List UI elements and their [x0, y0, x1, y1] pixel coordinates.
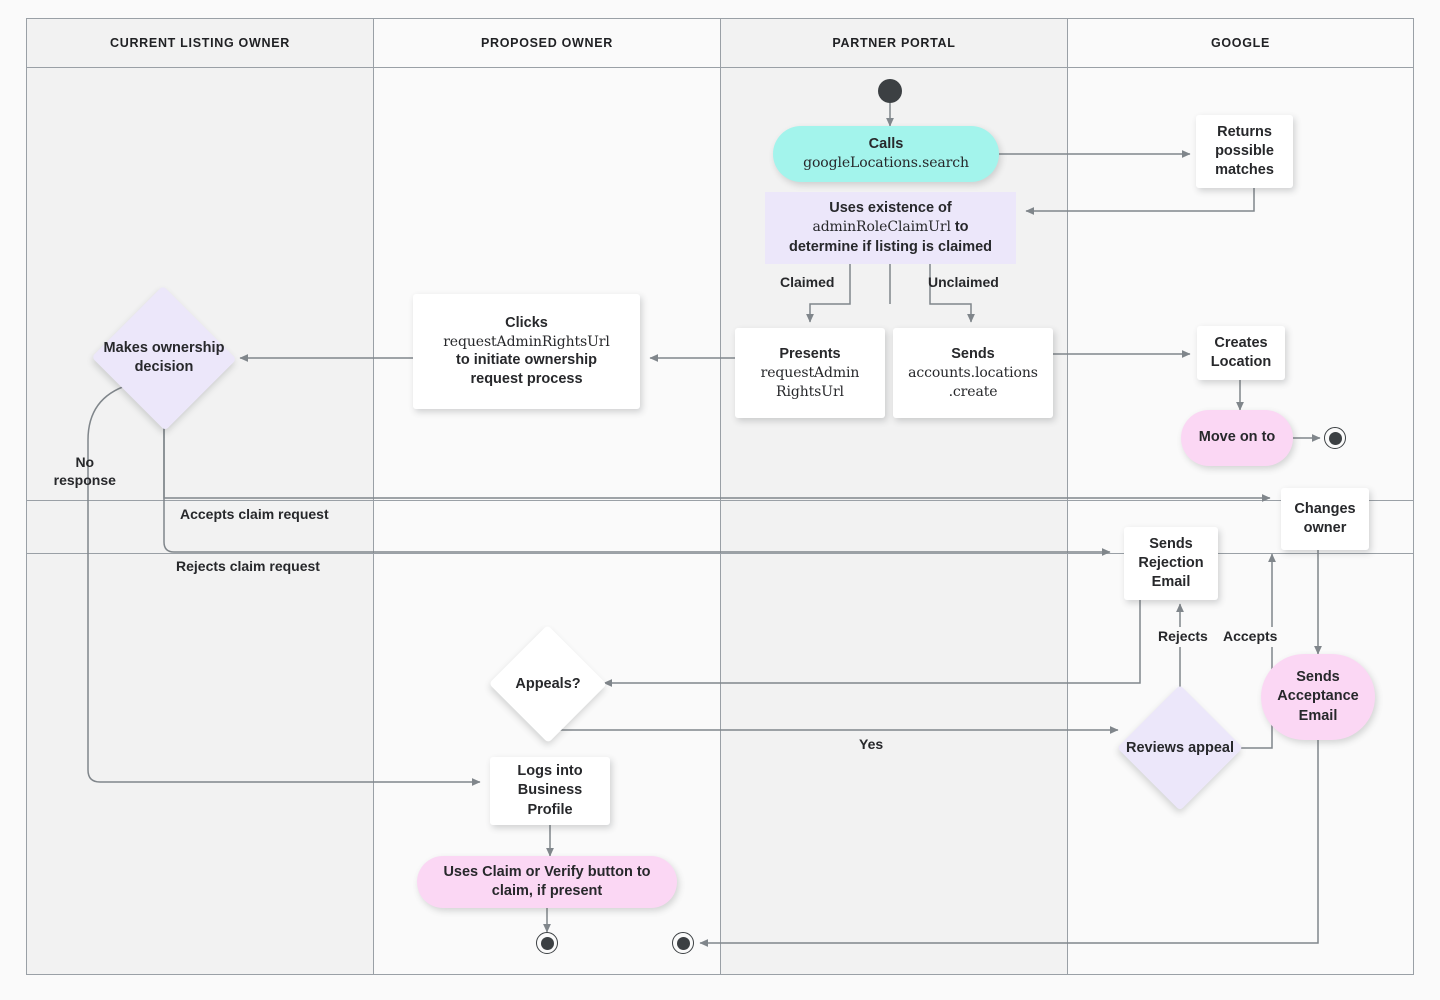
edge-label-line-2: response [53, 471, 116, 488]
node-line-2: possible [1215, 142, 1274, 159]
diamond-label: Makes ownership decision [92, 339, 236, 377]
node-reviews-appeal[interactable]: Reviews appeal [1116, 684, 1244, 812]
end-node-move-on-to [1324, 427, 1346, 449]
node-logs-into-business-profile[interactable]: Logs into Business Profile [490, 757, 610, 825]
node-line-1: Logs into [517, 763, 583, 780]
node-move-on-to[interactable]: Move on to [1181, 410, 1293, 466]
node-line-2: Business [517, 782, 583, 799]
node-line-3: to initiate ownership [456, 352, 597, 369]
edge-label-unclaimed: Unclaimed [928, 274, 999, 290]
node-creates-location[interactable]: Creates Location [1197, 326, 1285, 380]
lane-row-divider-2 [26, 553, 1414, 554]
node-line-3: RightsUrl [776, 383, 844, 400]
node-line-3: decision [134, 359, 194, 375]
node-presents-requestadminrightsurl[interactable]: Presents requestAdmin RightsUrl [735, 328, 885, 418]
edge-label-rejects: Rejects [1155, 627, 1211, 647]
edge-label-yes: Yes [856, 735, 887, 755]
node-sends-rejection-email[interactable]: Sends Rejection Email [1124, 527, 1218, 600]
edge-label-accepts: Accepts [1220, 627, 1281, 647]
edge-label-claimed: Claimed [780, 274, 835, 290]
node-line-2: Rejection [1138, 554, 1204, 571]
node-line-2: requestAdmin [760, 365, 860, 382]
diamond-label: Appeals? [515, 675, 580, 694]
node-line-3: determine if listing is claimed [788, 238, 993, 255]
edge-label-line-1: No [75, 453, 95, 470]
node-line-1: Calls [868, 136, 904, 153]
node-returns-possible-matches[interactable]: Returns possible matches [1196, 115, 1293, 188]
node-calls-googlelocations-search[interactable]: Calls googleLocations.search [773, 126, 999, 182]
node-line-2: appeal [1188, 739, 1234, 756]
node-line-1: Reviews [1125, 739, 1185, 756]
node-line-1: Creates [1214, 334, 1268, 351]
node-uses-claim-or-verify-button[interactable]: Uses Claim or Verify button to claim, if… [417, 856, 677, 908]
node-changes-owner[interactable]: Changes owner [1281, 488, 1369, 550]
node-sends-accounts-locations-create[interactable]: Sends accounts.locations .create [893, 328, 1053, 418]
node-line-2: claim, if present [491, 883, 603, 899]
edge-label-accepts-claim-request: Accepts claim request [180, 506, 329, 522]
diamond-label: Reviews appeal [1126, 739, 1234, 758]
node-line-1: Appeals? [515, 675, 581, 692]
node-line-2: adminRoleClaimUrl to [812, 218, 968, 237]
node-clicks-requestadminrightsurl[interactable]: Clicks requestAdminRightsUrl to initiate… [413, 294, 640, 409]
node-line-1: Uses Claim or Verify button to [443, 863, 651, 880]
node-line-2: googleLocations.search [803, 155, 969, 172]
node-line-1: Makes [103, 340, 148, 357]
end-node-partner-portal [672, 932, 694, 954]
start-node-partner-portal [878, 79, 902, 103]
node-line-3: Email [1298, 707, 1338, 724]
node-line-3: .create [948, 383, 998, 400]
node-line-1: Returns [1217, 123, 1272, 140]
lane-proposed-owner [373, 18, 721, 975]
node-line-3: Profile [527, 801, 573, 818]
node-line-4: request process [470, 371, 583, 388]
node-code-token: adminRoleClaimUrl [812, 219, 951, 236]
node-line-2: Acceptance [1277, 688, 1359, 705]
node-line-1: Sends [1149, 535, 1193, 552]
node-line-2: owner [1303, 520, 1347, 536]
node-line-3: Email [1151, 574, 1191, 591]
node-line-2: Location [1210, 354, 1272, 370]
node-uses-existence-adminroleclaimurl[interactable]: Uses existence of adminRoleClaimUrl to d… [765, 192, 1016, 264]
node-line-1: Uses existence of [829, 200, 952, 217]
node-line-1: Presents [779, 345, 841, 362]
edge-label-no-response: No response [37, 436, 117, 508]
node-sends-acceptance-email[interactable]: Sends Acceptance Email [1261, 654, 1375, 740]
node-line-2: ownership [151, 340, 225, 357]
node-line-2-suffix: to [950, 219, 969, 236]
node-line-2: accounts.locations [908, 365, 1038, 382]
node-makes-ownership-decision[interactable]: Makes ownership decision [91, 285, 237, 431]
edge-label-rejects-claim-request: Rejects claim request [176, 558, 320, 574]
node-line-1: Changes [1294, 500, 1356, 517]
node-line-1: Sends [951, 345, 995, 362]
node-appeals[interactable]: Appeals? [488, 624, 608, 744]
end-node-claim-verify [536, 932, 558, 954]
lane-row-divider-1 [26, 500, 1414, 501]
node-line-2: requestAdminRightsUrl [443, 333, 610, 350]
node-line-1: Move on to [1198, 429, 1276, 446]
node-line-3: matches [1215, 162, 1274, 179]
node-line-1: Sends [1296, 669, 1340, 686]
node-line-1: Clicks [505, 314, 548, 331]
